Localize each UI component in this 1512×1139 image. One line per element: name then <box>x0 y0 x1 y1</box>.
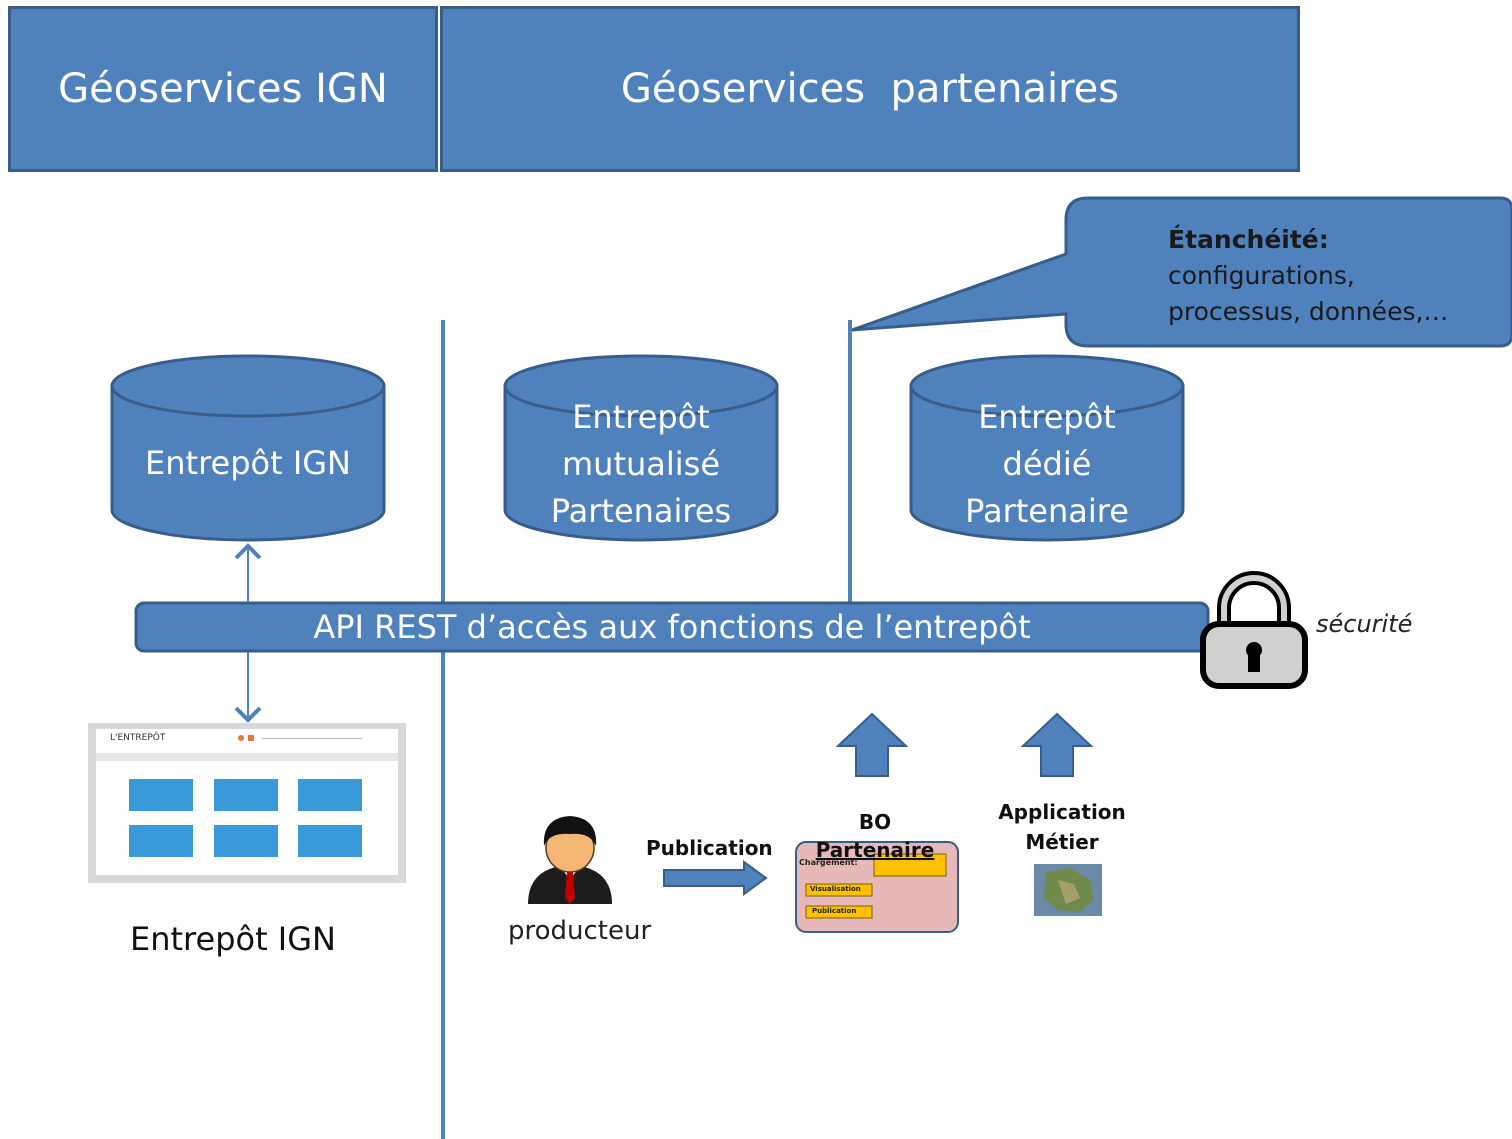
screenshot-tile <box>129 779 193 811</box>
screenshot-tile <box>214 779 278 811</box>
header-geoservices-ign-label: Géoservices IGN <box>58 66 388 112</box>
screenshot-caption: Entrepôt IGN <box>130 920 336 958</box>
entrepot-screenshot: L'ENTREPÔT <box>88 723 406 883</box>
entrepot-dedie-line3: Partenaire <box>965 492 1129 530</box>
bo-partenaire-panel <box>795 841 959 933</box>
up-arrow-bo <box>835 712 909 777</box>
screenshot-settings-icon <box>248 735 254 741</box>
entrepot-mutualise-line1: Entrepôt <box>572 398 710 436</box>
etancheite-callout: Étanchéité: configurations, processus, d… <box>1168 222 1448 330</box>
api-rest-label: API REST d’accès aux fonctions de l’entr… <box>313 608 1031 646</box>
screenshot-tile <box>298 825 362 857</box>
securite-label: sécurité <box>1316 610 1413 638</box>
bo-title-line2: Partenaire <box>815 838 935 862</box>
entrepot-ign-text: Entrepôt IGN <box>145 444 351 482</box>
bo-title-line1: BO <box>858 810 892 834</box>
entrepot-mutualise-line3: Partenaires <box>550 492 732 530</box>
application-map-thumbnail <box>1034 864 1102 916</box>
screenshot-inner: L'ENTREPÔT <box>96 729 398 875</box>
header-geoservices-ign: Géoservices IGN <box>8 6 438 172</box>
padlock-icon <box>1200 571 1308 689</box>
publication-arrow <box>663 860 768 896</box>
entrepot-dedie-line2: dédié <box>1002 445 1092 483</box>
up-arrow-application <box>1020 712 1094 777</box>
entrepot-mutualise-line2: mutualisé <box>561 445 721 483</box>
producteur-person-icon <box>528 816 612 904</box>
header-geoservices-partenaires-label: Géoservices partenaires <box>620 66 1120 112</box>
entrepot-mutualise-label: Entrepôt mutualisé Partenaires <box>505 394 777 535</box>
callout-title: Étanchéité: <box>1168 225 1329 254</box>
screenshot-divider <box>96 753 398 761</box>
bo-chargement-label: Chargement: <box>799 858 858 867</box>
screenshot-header-line <box>262 738 362 739</box>
application-label-line1: Application <box>998 800 1126 824</box>
entrepot-dedie-label: Entrepôt dédié Partenaire <box>911 394 1183 535</box>
entrepot-dedie-line1: Entrepôt <box>978 398 1116 436</box>
bo-visualisation-label: Visualisation <box>810 885 861 893</box>
screenshot-logo: L'ENTREPÔT <box>110 733 166 743</box>
producteur-label: producteur <box>508 916 652 946</box>
header-geoservices-partenaires: Géoservices partenaires <box>440 6 1300 172</box>
callout-line1: configurations, <box>1168 261 1355 290</box>
cylinder-entrepot-ign <box>110 354 386 542</box>
publication-label: Publication <box>646 836 773 860</box>
screenshot-user-icon <box>238 735 244 741</box>
screenshot-tile <box>298 779 362 811</box>
cylinder-entrepot-dedie <box>909 354 1185 542</box>
callout-line2: processus, données,… <box>1168 297 1449 326</box>
etancheite-callout-shape <box>851 196 1512 348</box>
screenshot-tile <box>129 825 193 857</box>
bo-publication-label: Publication <box>812 907 857 915</box>
cylinder-entrepot-mutualise <box>503 354 779 542</box>
entrepot-ign-label: Entrepôt IGN <box>112 440 384 487</box>
application-label-line2: Métier <box>1025 830 1099 854</box>
screenshot-tile <box>214 825 278 857</box>
